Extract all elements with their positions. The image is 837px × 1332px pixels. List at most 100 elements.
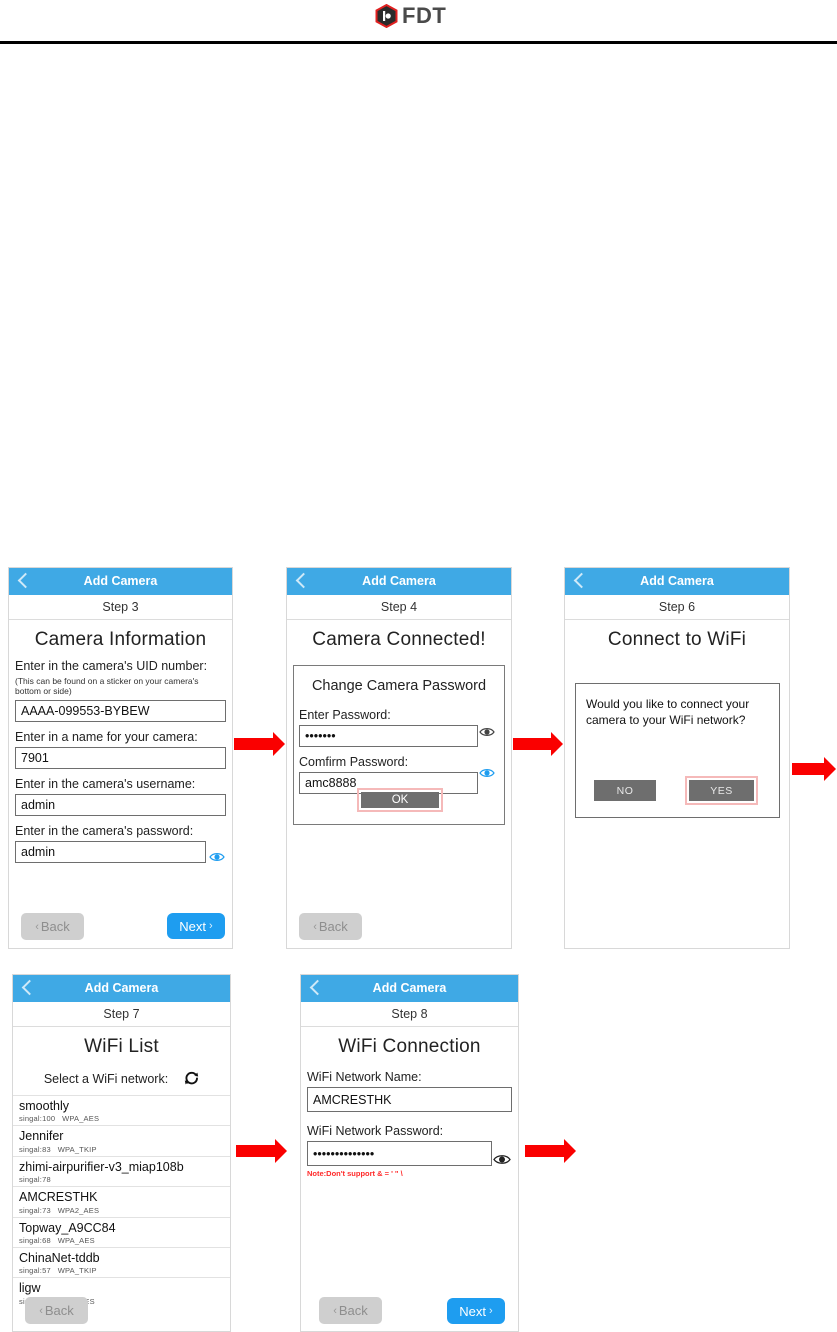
arrow-step6-to-next — [792, 757, 836, 781]
step-indicator: Step 4 — [287, 595, 511, 620]
wifi-ssid: zhimi-airpurifier-v3_miap108b — [19, 1159, 184, 1174]
card-title: Change Camera Password — [311, 678, 487, 694]
wifi-name-input[interactable]: AMCRESTHK — [307, 1087, 512, 1112]
list-item[interactable]: smoothly singal:100 WPA_AES — [13, 1095, 230, 1125]
wifi-password-input[interactable]: •••••••••••••• — [307, 1141, 492, 1166]
wifi-signal: singal:100 — [19, 1114, 56, 1124]
arrow-step4-to-step6 — [513, 732, 563, 756]
list-item[interactable]: Topway_A9CC84 singal:68 WPA_AES — [13, 1216, 230, 1247]
titlebar-title: Add Camera — [372, 981, 447, 995]
select-network-row: Select a WiFi network: — [13, 1071, 230, 1086]
wifi-meta: singal:83 WPA_TKIP — [19, 1145, 230, 1154]
wifi-ssid: Jennifer — [19, 1129, 64, 1144]
dialog-question: Would you like to connect your camera to… — [586, 697, 750, 728]
list-item[interactable]: zhimi-airpurifier-v3_miap108b singal:78 — [13, 1155, 230, 1186]
list-item[interactable]: ChinaNet-tddb singal:57 WPA_TKIP — [13, 1246, 230, 1277]
no-button[interactable]: NO — [594, 780, 656, 801]
wifi-ssid: smoothly — [19, 1099, 70, 1113]
eye-icon[interactable] — [209, 851, 225, 863]
eye-icon[interactable] — [493, 1153, 511, 1165]
chevron-left-icon: ‹ — [333, 1304, 337, 1317]
phone-screen-step7: Add Camera Step 7 WiFi List Select a WiF… — [12, 974, 231, 1332]
wifi-network-list[interactable]: smoothly singal:100 WPA_AES Jennifer sin… — [13, 1095, 230, 1308]
titlebar-step8: Add Camera — [301, 975, 518, 1002]
phone-screen-step3: Add Camera Step 3 Camera Information Ent… — [8, 567, 233, 949]
wifi-ssid: ChinaNet-tddb — [19, 1250, 100, 1265]
back-button-label: Back — [40, 919, 70, 934]
wifi-signal: singal:78 — [19, 1175, 51, 1185]
page-title: Camera Information — [34, 629, 207, 650]
ok-button[interactable]: OK — [361, 792, 439, 808]
arrow-step7-to-step8 — [236, 1139, 287, 1163]
wifi-signal: singal:73 — [19, 1205, 51, 1215]
back-button[interactable]: ‹ Back — [319, 1297, 382, 1324]
titlebar-title: Add Camera — [83, 574, 158, 588]
wifi-meta: singal:78 — [19, 1175, 230, 1184]
wifi-signal: singal:83 — [19, 1144, 51, 1154]
wifi-security: WPA_AES — [62, 1114, 100, 1124]
back-button-label: Back — [318, 919, 348, 934]
page-header: FDT — [0, 0, 837, 44]
yes-button[interactable]: YES — [689, 780, 754, 801]
wifi-meta: singal:68 WPA_AES — [19, 1236, 230, 1245]
chevron-left-icon: ‹ — [39, 1304, 43, 1317]
chevron-left-icon: ‹ — [313, 920, 317, 933]
camera-name-input[interactable]: 7901 — [15, 746, 226, 769]
step-indicator: Step 3 — [9, 595, 232, 620]
ok-button-highlight — [357, 788, 443, 812]
wifi-meta: singal:100 WPA_AES — [19, 1114, 230, 1123]
wifi-signal: singal:57 — [19, 1266, 51, 1276]
page-title: Connect to WiFi — [607, 629, 747, 650]
wifi-security: WPA_AES — [57, 1235, 95, 1245]
back-button[interactable]: ‹ Back — [21, 913, 84, 940]
titlebar-title: Add Camera — [84, 981, 159, 995]
wifi-security: WPA_TKIP — [57, 1266, 97, 1276]
chevron-right-icon: › — [489, 1305, 493, 1317]
uid-label: Enter in the camera's UID number: — [15, 659, 208, 673]
back-button[interactable]: ‹ Back — [25, 1297, 88, 1324]
page-title: Camera Connected! — [312, 629, 486, 650]
eye-icon[interactable] — [479, 726, 495, 738]
wifi-signal: singal:68 — [19, 1235, 51, 1245]
password-note: Note:Don't support & = ' " \ — [307, 1169, 403, 1178]
wifi-meta: singal:57 WPA_TKIP — [19, 1266, 230, 1275]
password-input[interactable]: admin — [15, 840, 206, 863]
username-label: Enter in the camera's username: — [15, 776, 196, 791]
step-indicator: Step 7 — [13, 1002, 230, 1027]
camera-name-label: Enter in a name for your camera: — [15, 729, 198, 744]
eye-icon[interactable] — [479, 767, 495, 779]
wifi-ssid: ligw — [19, 1281, 41, 1296]
step-indicator: Step 8 — [301, 1002, 518, 1027]
titlebar-step4: Add Camera — [287, 568, 511, 595]
wifi-ssid: Topway_A9CC84 — [19, 1220, 116, 1235]
titlebar-step6: Add Camera — [565, 568, 789, 595]
list-item[interactable]: AMCRESTHK singal:73 WPA2_AES — [13, 1186, 230, 1216]
wifi-security: WPA_TKIP — [57, 1144, 97, 1154]
refresh-icon[interactable] — [184, 1071, 199, 1086]
enter-password-input[interactable]: ••••••• — [299, 725, 478, 747]
wifi-ssid: AMCRESTHK — [19, 1190, 98, 1205]
titlebar-step7: Add Camera — [13, 975, 230, 1002]
list-item[interactable]: Jennifer singal:83 WPA_TKIP — [13, 1125, 230, 1155]
back-button-label: Back — [44, 1303, 74, 1318]
change-password-card: Change Camera Password Enter Password: •… — [293, 665, 505, 825]
phone-screen-step6: Add Camera Step 6 Connect to WiFi Would … — [564, 567, 790, 949]
uid-hint: (This can be found on a sticker on your … — [15, 676, 199, 697]
enter-password-label: Enter Password: — [299, 708, 391, 722]
uid-input[interactable]: AAAA-099553-BYBEW — [15, 699, 226, 722]
step-indicator: Step 6 — [565, 595, 789, 620]
wifi-security: WPA2_AES — [57, 1205, 100, 1215]
arrow-step8-to-next — [525, 1139, 576, 1163]
wifi-password-label: WiFi Network Password: — [307, 1124, 444, 1138]
back-button[interactable]: ‹ Back — [299, 913, 362, 940]
yes-button-highlight — [685, 776, 758, 805]
brand-text: FDT — [402, 3, 447, 28]
back-button-label: Back — [338, 1303, 368, 1318]
username-input[interactable]: admin — [15, 793, 226, 816]
wifi-name-label: WiFi Network Name: — [307, 1070, 422, 1084]
next-button-label: Next — [179, 918, 207, 934]
phone-screen-step8: Add Camera Step 8 WiFi Connection WiFi N… — [300, 974, 519, 1332]
connect-wifi-dialog: Would you like to connect your camera to… — [575, 683, 780, 818]
next-button[interactable]: Next › — [167, 913, 225, 939]
next-button[interactable]: Next › — [447, 1298, 505, 1324]
